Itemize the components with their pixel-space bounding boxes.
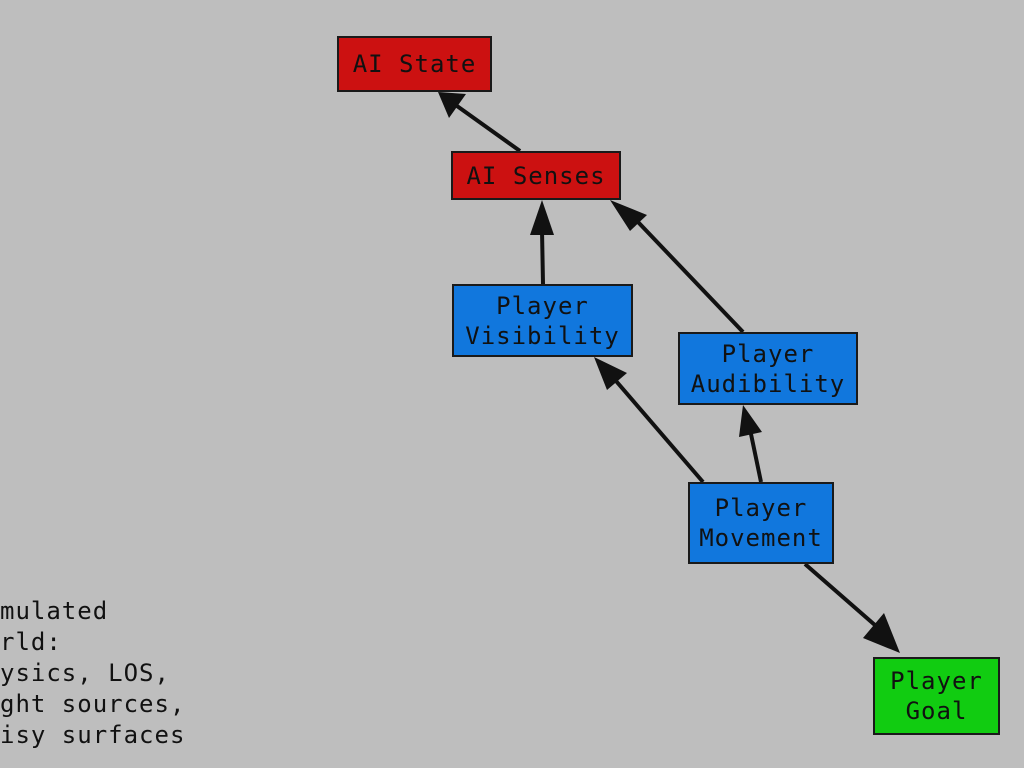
side-note-line: isy surfaces (0, 721, 186, 749)
node-player-audibility: Player Audibility (678, 332, 858, 405)
side-note-line: mulated (0, 597, 109, 625)
node-player-movement: Player Movement (688, 482, 834, 564)
arrow-movement-to-audibility (749, 433, 763, 483)
side-note: mulated rld: ysics, LOS, ght sources, is… (0, 596, 185, 751)
arrowhead-audibility (739, 405, 762, 437)
side-note-line: ght sources, (0, 690, 186, 718)
arrowhead-senses-from-audibility (610, 200, 647, 231)
arrow-movement-to-visibility (614, 379, 705, 484)
arrowhead-senses-from-visibility (530, 200, 554, 235)
arrowhead-state (438, 92, 466, 118)
arrowhead-goal (863, 613, 900, 653)
arrow-audibility-to-senses (636, 220, 745, 334)
side-note-line: ysics, LOS, (0, 659, 170, 687)
arrow-senses-to-state (455, 104, 522, 153)
arrow-visibility-to-senses (540, 229, 545, 285)
side-note-line: rld: (0, 628, 62, 656)
node-ai-state: AI State (337, 36, 492, 92)
node-player-goal: Player Goal (873, 657, 1000, 735)
node-ai-senses: AI Senses (451, 151, 621, 200)
arrowhead-visibility (594, 357, 627, 390)
arrow-movement-to-goal (803, 562, 878, 628)
node-player-visibility: Player Visibility (452, 284, 633, 357)
